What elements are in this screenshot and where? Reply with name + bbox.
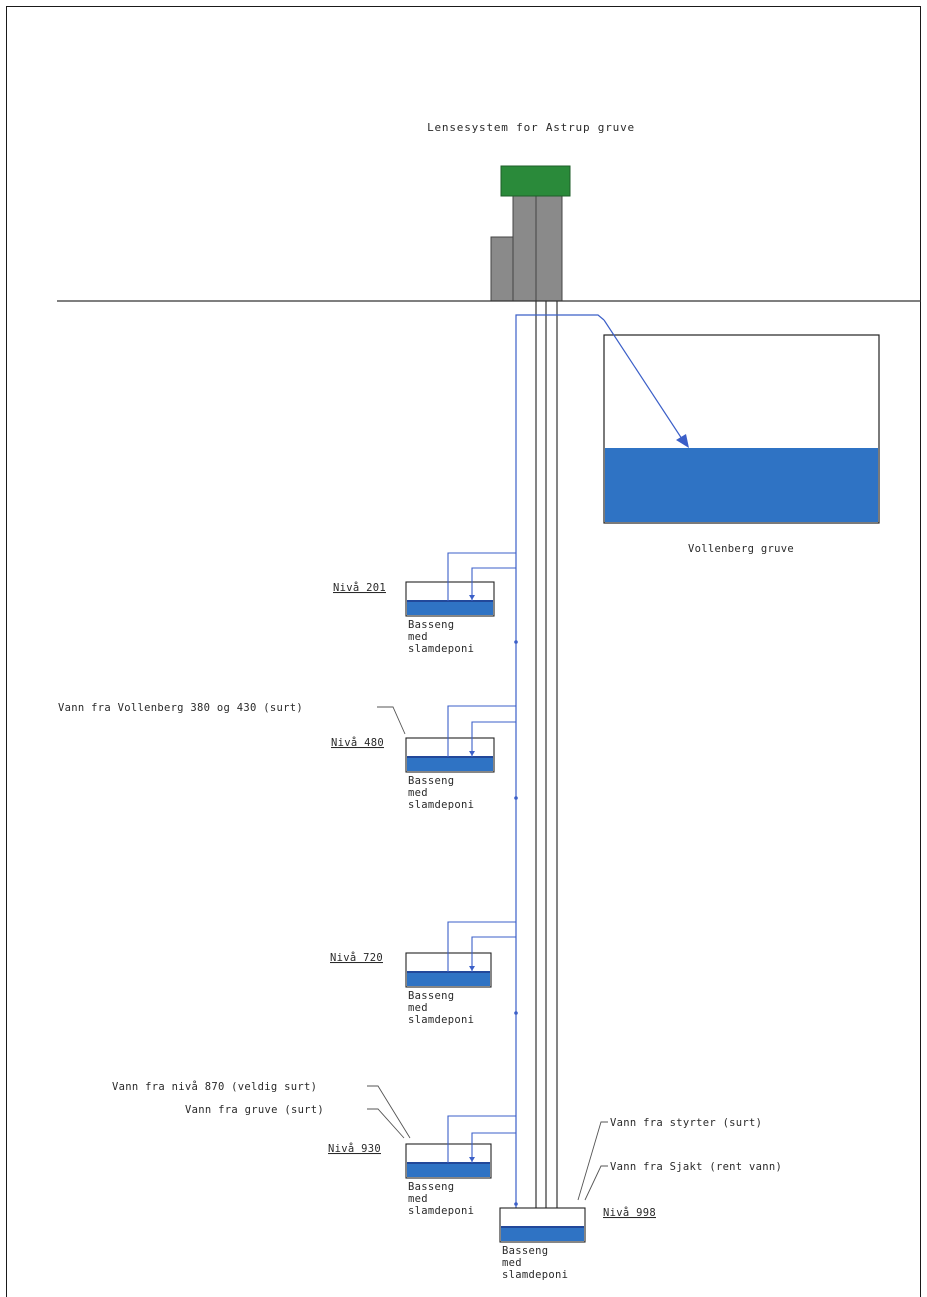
basin-text: Basseng xyxy=(408,619,454,631)
discharge-arrow xyxy=(676,434,689,448)
basin-text: Basseng xyxy=(408,775,454,787)
basin-text: slamdeponi xyxy=(408,643,474,655)
flow-marker xyxy=(514,640,518,644)
basin-text: slamdeponi xyxy=(408,799,474,811)
inlet-arrow xyxy=(469,1157,475,1162)
basin-water xyxy=(407,972,490,986)
basin-text: med xyxy=(502,1257,522,1269)
flow-marker xyxy=(514,1202,518,1206)
vollenberg-water xyxy=(605,448,878,522)
basin-outlet-pipe xyxy=(447,921,516,972)
basin-text: slamdeponi xyxy=(502,1269,568,1281)
inlet-arrow xyxy=(469,595,475,600)
inflow-label-styrter: Vann fra styrter (surt) xyxy=(610,1117,762,1129)
headframe-top xyxy=(500,165,571,197)
shaft xyxy=(535,301,558,1208)
inflow-label-sjakt: Vann fra Sjakt (rent vann) xyxy=(610,1161,782,1173)
inflow-leader-gruve xyxy=(367,1108,405,1139)
basin-text: Basseng xyxy=(408,1181,454,1193)
basin-inlet-pipe xyxy=(471,936,516,972)
inflow-label-gruve: Vann fra gruve (surt) xyxy=(185,1104,324,1116)
basin-text: med xyxy=(408,1002,428,1014)
level-label: Nivå 998 xyxy=(603,1206,656,1219)
headframe-tower-left xyxy=(512,195,538,302)
level-label: Nivå 201 xyxy=(333,581,386,594)
basin-water xyxy=(407,757,493,771)
headframe xyxy=(490,165,571,302)
basin-inlet-pipe xyxy=(471,721,516,757)
basin-water xyxy=(407,1163,490,1177)
basin-inlet-pipe xyxy=(471,567,516,601)
basin-outlet-pipe xyxy=(447,552,516,601)
basin-text: med xyxy=(408,631,428,643)
basin-outlet-pipe xyxy=(447,705,516,757)
level-label: Nivå 480 xyxy=(331,736,384,749)
basin-outlet-pipe xyxy=(447,1115,516,1163)
basin-text: med xyxy=(408,787,428,799)
basin-text: med xyxy=(408,1193,428,1205)
basin-text: Basseng xyxy=(502,1245,548,1257)
basin-text: Basseng xyxy=(408,990,454,1002)
inflow-leader-niva-870 xyxy=(367,1085,411,1139)
inflow-label-niva-870: Vann fra nivå 870 (veldig surt) xyxy=(112,1080,317,1093)
inflow-leader-sjakt xyxy=(584,1165,608,1201)
drawing-frame xyxy=(6,6,921,1297)
basin-text: slamdeponi xyxy=(408,1014,474,1026)
flow-marker xyxy=(514,1011,518,1015)
inflow-label-vollenberg: Vann fra Vollenberg 380 og 430 (surt) xyxy=(58,702,303,714)
basin-text: slamdeponi xyxy=(408,1205,474,1217)
level-label: Nivå 930 xyxy=(328,1142,381,1155)
basin-water xyxy=(501,1227,584,1241)
vollenberg-label: Vollenberg gruve xyxy=(688,543,794,555)
vollenberg-reservoir xyxy=(603,334,880,524)
basin-water xyxy=(407,601,493,615)
inflow-leader-vollenberg xyxy=(377,706,406,735)
headframe-side-block xyxy=(490,236,516,302)
inlet-arrow xyxy=(469,966,475,971)
inflow-leader-styrter xyxy=(577,1121,608,1201)
inlet-arrow xyxy=(469,751,475,756)
basin-inlet-pipe xyxy=(471,1132,516,1163)
diagram-title: Lensesystem for Astrup gruve xyxy=(427,121,635,134)
headframe-tower-right xyxy=(535,195,563,302)
flow-marker xyxy=(514,796,518,800)
level-label: Nivå 720 xyxy=(330,951,383,964)
discharge-pipe xyxy=(515,314,685,1208)
